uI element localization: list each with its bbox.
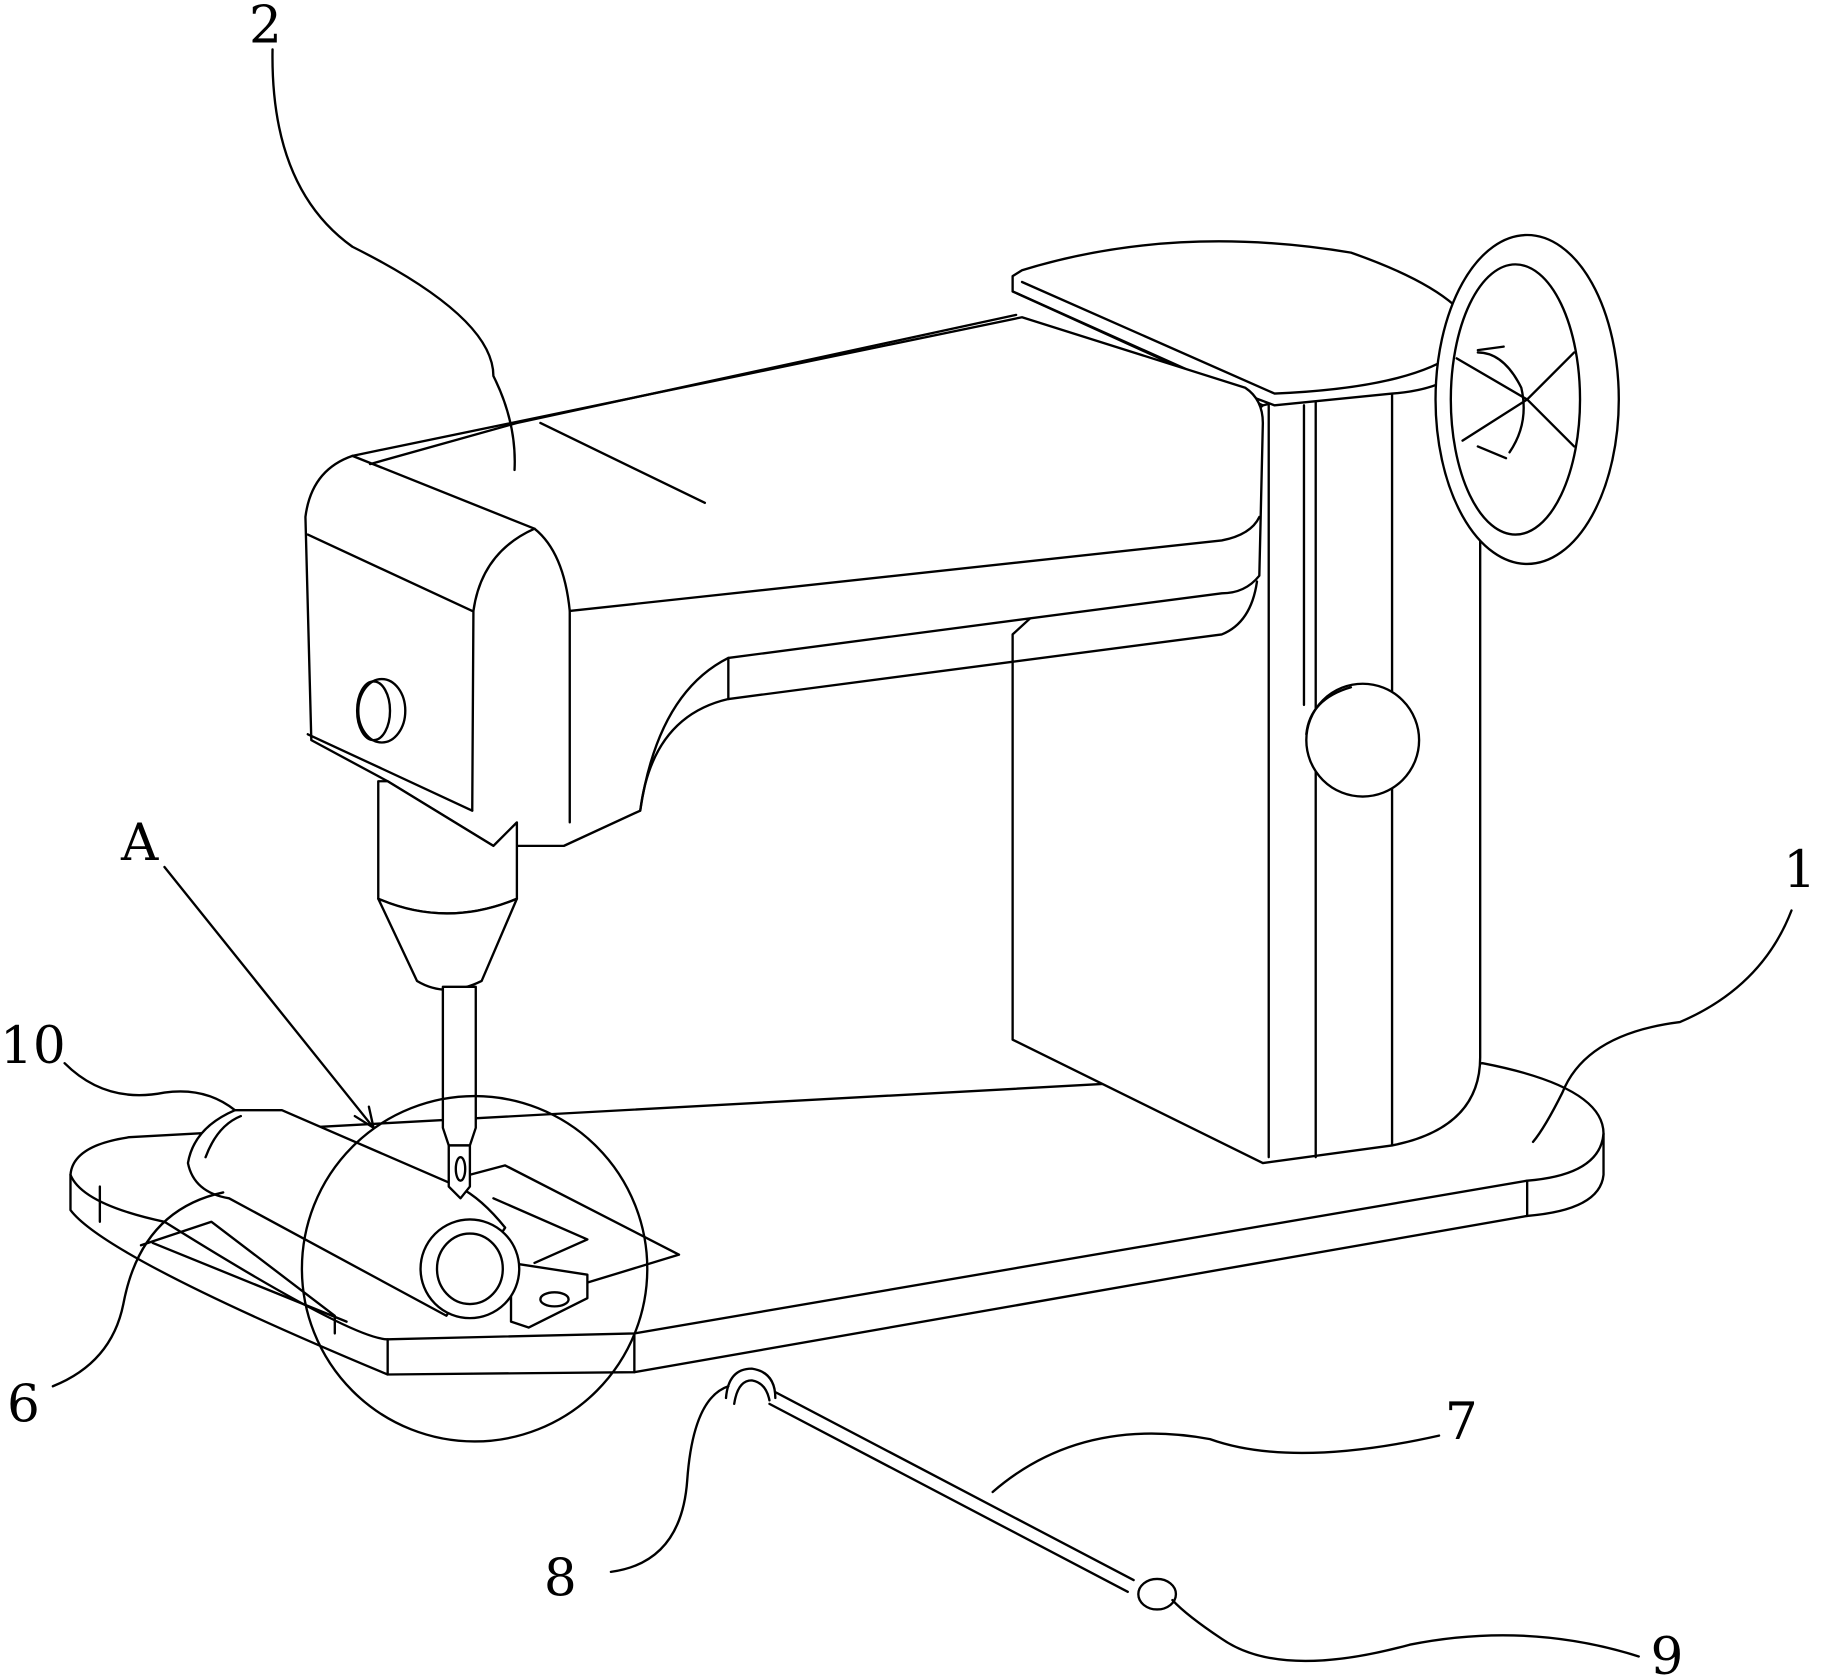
label-a: A [120,813,159,873]
label-2: 2 [249,0,282,55]
rod-assembly [724,1367,1178,1611]
machine-arm [304,313,1265,848]
handle-ring-icon [1137,1577,1178,1611]
label-9: 9 [1651,1627,1684,1680]
detail-circle-a [300,1094,649,1443]
needle-plate-slot [139,1164,681,1335]
front-knob-icon [357,677,407,744]
label-8: 8 [544,1548,577,1608]
side-knob-icon [1305,682,1421,798]
needle-bar [377,780,519,1200]
roller [186,1109,521,1320]
label-1: 1 [1783,840,1816,900]
label-6: 6 [7,1374,40,1434]
handwheel [1434,233,1620,566]
label-7: 7 [1445,1392,1478,1452]
leader-lines [51,48,1793,1663]
label-10: 10 [0,1016,66,1076]
